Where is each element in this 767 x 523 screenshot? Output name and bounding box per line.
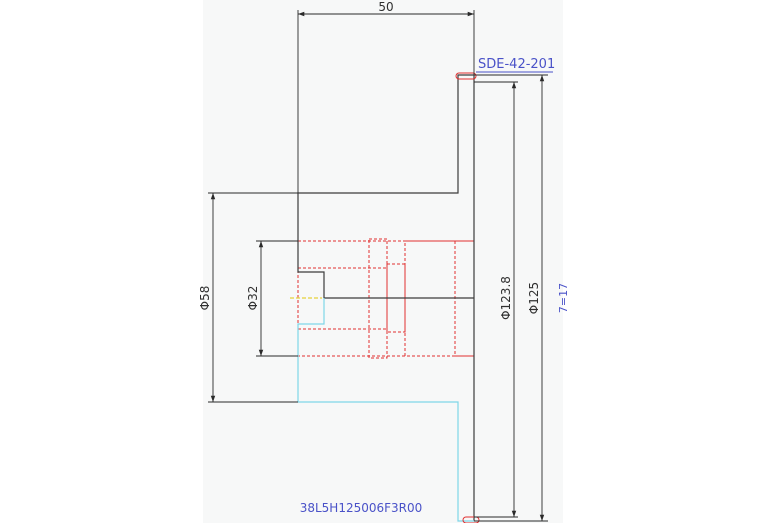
dim-label-32: Φ32 (246, 286, 260, 311)
teeth-count-label: 7=17 (557, 283, 570, 313)
dim-width-50 (297, 10, 475, 193)
part-outline-lower (297, 298, 474, 522)
rim-marker-top (455, 72, 477, 80)
dim-diameter-123-8 (474, 81, 518, 518)
rim-marker-bottom (462, 516, 480, 523)
part-code-label: SDE-42-201 (478, 57, 555, 72)
dim-diameter-32 (256, 240, 298, 357)
dim-diameter-58 (208, 192, 298, 403)
dim-label-123-8: Φ123.8 (499, 276, 513, 320)
dim-diameter-125 (474, 74, 548, 522)
bottom-code-label: 38L5H125006F3R00 (300, 501, 423, 515)
dim-label-50: 50 (378, 0, 393, 14)
dim-label-125: Φ125 (527, 282, 541, 314)
dim-label-58: Φ58 (198, 286, 212, 311)
